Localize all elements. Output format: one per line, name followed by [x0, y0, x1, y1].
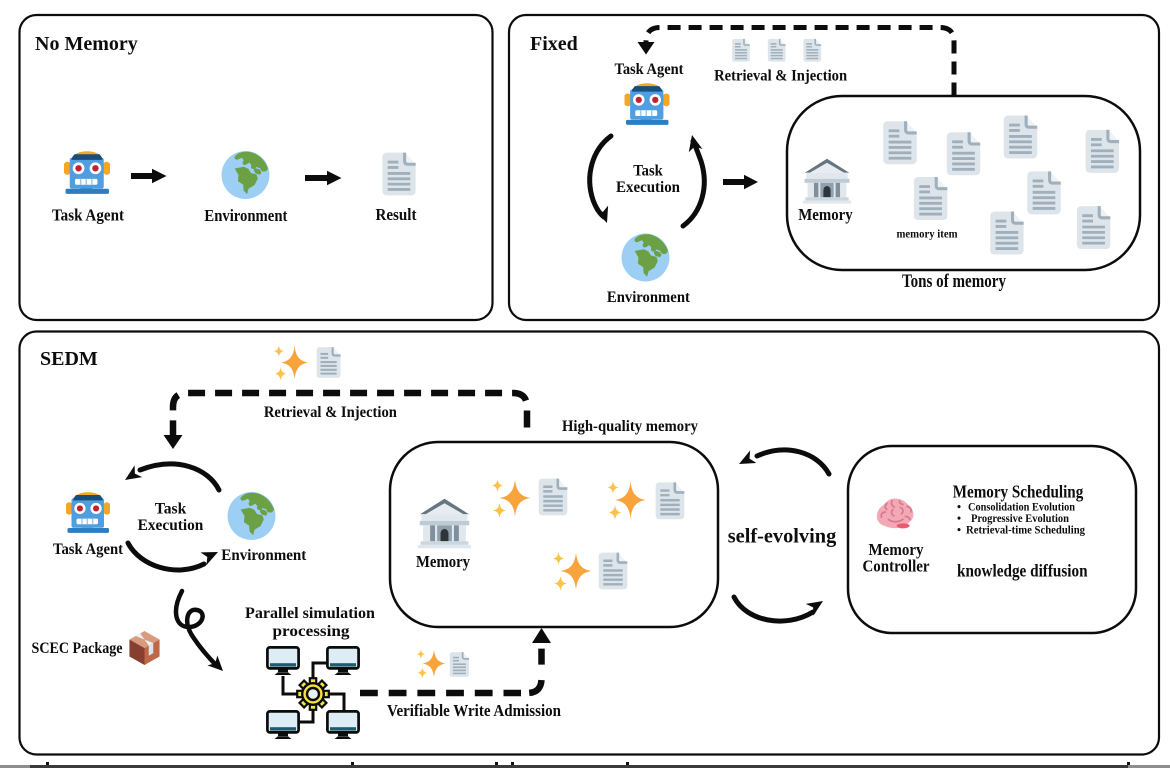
svg-text:Memory Scheduling: Memory Scheduling [953, 482, 1084, 502]
svg-text:•: • [957, 525, 961, 537]
svg-text:Consolidation Evolution: Consolidation Evolution [968, 501, 1076, 513]
svg-text:No Memory: No Memory [35, 33, 138, 55]
svg-text:Retrieval-time Scheduling: Retrieval-time Scheduling [966, 525, 1085, 537]
svg-text:Parallel simulation: Parallel simulation [245, 605, 375, 622]
svg-text:Task: Task [155, 500, 187, 517]
svg-text:processing: processing [273, 623, 350, 640]
svg-text:Retrieval & Injection: Retrieval & Injection [264, 404, 397, 421]
svg-text:memory item: memory item [897, 227, 958, 241]
svg-text:Memory: Memory [798, 205, 853, 224]
svg-text:Environment: Environment [204, 206, 287, 225]
svg-text:Task Agent: Task Agent [52, 206, 124, 225]
svg-text:High-quality memory: High-quality memory [562, 418, 698, 435]
svg-text:Memory: Memory [869, 540, 924, 559]
svg-text:Fixed: Fixed [530, 33, 578, 55]
svg-text:Environment: Environment [607, 289, 691, 306]
svg-text:Verifiable Write Admission: Verifiable Write Admission [387, 701, 561, 720]
svg-text:Environment: Environment [221, 547, 307, 564]
svg-text:•: • [957, 513, 961, 525]
svg-text:Memory: Memory [416, 552, 470, 571]
svg-text:Task: Task [633, 163, 663, 180]
svg-text:Retrieval & Injection: Retrieval & Injection [714, 68, 847, 85]
svg-text:Result: Result [376, 205, 417, 224]
svg-text:Tons of memory: Tons of memory [902, 272, 1007, 292]
svg-text:Task Agent: Task Agent [53, 541, 124, 558]
svg-text:SEDM: SEDM [40, 348, 98, 370]
svg-text:Controller: Controller [863, 557, 930, 576]
svg-text:Execution: Execution [138, 517, 204, 534]
svg-text:Progressive Evolution: Progressive Evolution [971, 513, 1070, 525]
svg-text:knowledge diffusion: knowledge diffusion [957, 561, 1088, 581]
svg-text:self-evolving: self-evolving [728, 524, 837, 548]
svg-text:Execution: Execution [616, 179, 680, 196]
svg-text:Task Agent: Task Agent [615, 61, 685, 78]
svg-text:•: • [957, 501, 961, 513]
svg-text:SCEC Package: SCEC Package [32, 640, 123, 657]
